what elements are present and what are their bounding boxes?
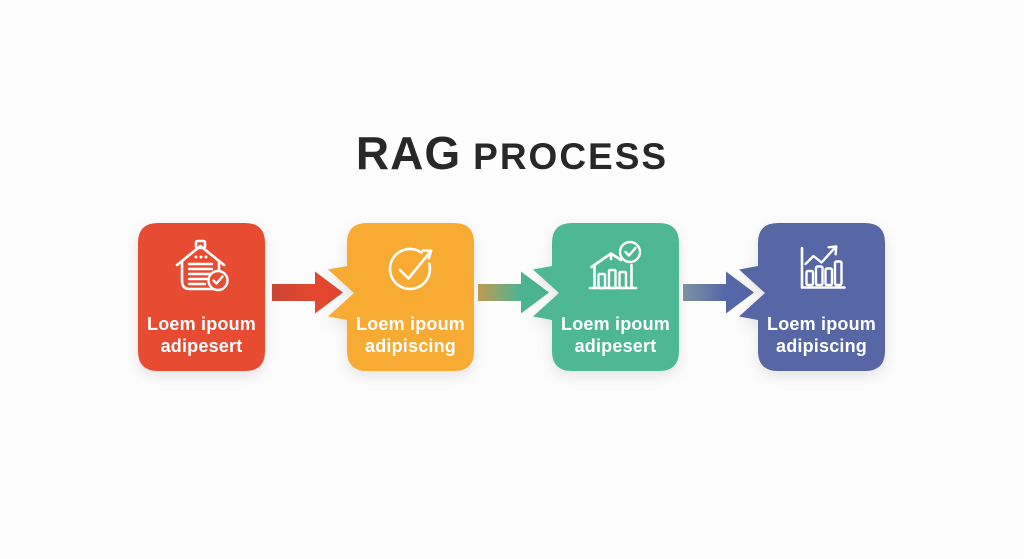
step-card-3-label: Loem ipoum adipesert <box>561 314 670 356</box>
arrow-connector-2 <box>478 271 549 314</box>
title-secondary: PROCESS <box>473 136 669 177</box>
step-card-4-shape <box>739 223 885 371</box>
building-chart-check-icon <box>588 240 642 290</box>
step-card-4: Loem ipoum adipiscing <box>734 223 885 371</box>
step-card-2-shape <box>328 223 474 371</box>
title-primary: RAG <box>355 127 462 179</box>
step-card-1-shape <box>138 223 265 371</box>
step-card-2: Loem ipoum adipiscing <box>323 223 474 371</box>
step-card-1: Loem ipoum adipesert <box>114 223 265 371</box>
arrow-connector-1 <box>272 271 343 314</box>
house-document-check-icon <box>175 239 229 292</box>
circle-check-arrow-icon <box>388 247 433 291</box>
step-card-4-label: Loem ipoum adipiscing <box>767 314 876 356</box>
page-title: RAG PROCESS <box>0 126 1024 180</box>
step-card-2-label: Loem ipoum adipiscing <box>356 314 465 356</box>
step-card-3-shape <box>533 223 679 371</box>
arrow-connector-3 <box>683 271 754 314</box>
bar-chart-growth-icon <box>800 245 846 289</box>
step-card-3: Loem ipoum adipesert <box>528 223 679 371</box>
step-card-1-label: Loem ipoum adipesert <box>147 314 256 356</box>
